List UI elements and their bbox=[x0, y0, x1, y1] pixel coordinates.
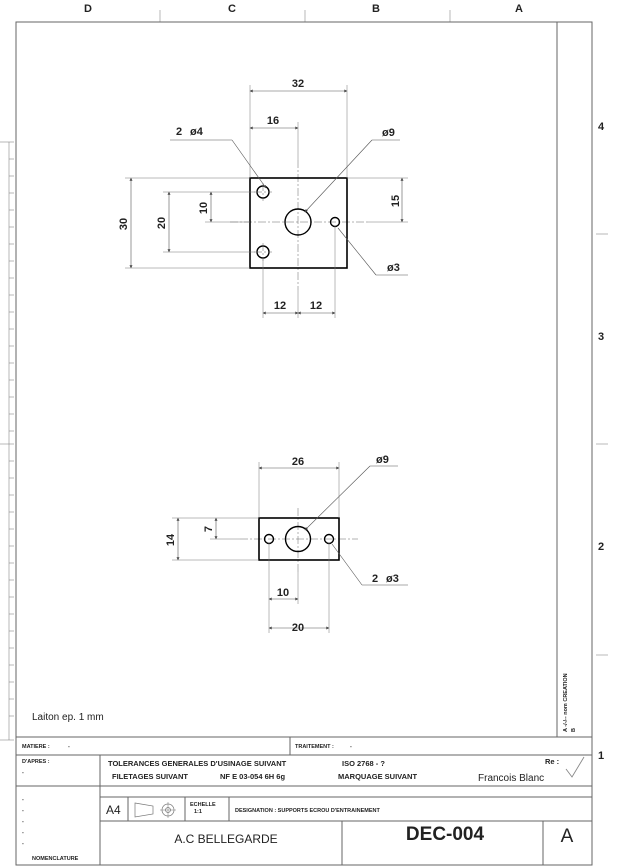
zone-row-4: 4 bbox=[598, 121, 605, 133]
label-side-hole-dia: ø3 bbox=[387, 262, 400, 274]
zone-col-d: D bbox=[84, 3, 92, 15]
dim-12b: 12 bbox=[310, 300, 322, 312]
dim-14: 14 bbox=[165, 533, 177, 546]
nomenclature-item: - bbox=[22, 841, 24, 847]
traitement-value: - bbox=[350, 744, 352, 750]
tolerances-text: TOLERANCES GENERALES D'USINAGE SUIVANT bbox=[108, 759, 287, 768]
revision-letter: A bbox=[561, 826, 574, 847]
part-outline-top bbox=[249, 177, 348, 269]
label-holes-dia: ø4 bbox=[190, 126, 204, 138]
nomenclature-item: - bbox=[22, 808, 24, 814]
iso-text: ISO 2768 - ? bbox=[342, 759, 385, 768]
dim-16: 16 bbox=[267, 115, 279, 127]
dim-20: 20 bbox=[156, 217, 168, 229]
nomenclature-item: - bbox=[22, 830, 24, 836]
drawing-number: DEC-004 bbox=[406, 824, 485, 845]
dim-10: 10 bbox=[198, 202, 210, 214]
label-center-dia: ø9 bbox=[382, 127, 395, 139]
zone-col-c: C bbox=[228, 3, 236, 15]
nfe-text: NF E 03-054 6H 6g bbox=[220, 772, 285, 781]
zone-col-a: A bbox=[515, 3, 523, 15]
label-holes-count: 2 bbox=[176, 126, 182, 138]
zone-col-b: B bbox=[372, 3, 380, 15]
view-bottom: 26 ø9 14 7 2 ø3 10 20 bbox=[165, 454, 408, 634]
zone-border: D C B A 4 3 2 1 bbox=[0, 3, 608, 762]
left-ruler-ticks bbox=[9, 158, 14, 717]
dim-15: 15 bbox=[390, 195, 402, 207]
label-holes-count-bottom: 2 bbox=[372, 573, 378, 585]
side-revision-b: B bbox=[571, 728, 577, 732]
re-label: Re : bbox=[545, 757, 559, 766]
dim-10-bottom: 10 bbox=[277, 587, 289, 599]
zone-row-3: 3 bbox=[598, 331, 604, 343]
marquage-text: MARQUAGE SUIVANT bbox=[338, 772, 417, 781]
nomenclature-item: - bbox=[22, 819, 24, 825]
dapres-value: - bbox=[22, 770, 24, 776]
zone-row-2: 2 bbox=[598, 541, 604, 553]
drawing-frame bbox=[15, 21, 593, 866]
center-hole-bottom bbox=[284, 525, 312, 553]
filetages-text: FILETAGES SUIVANT bbox=[112, 772, 188, 781]
dim-12a: 12 bbox=[274, 300, 286, 312]
title-block: MATIERE : - TRAITEMENT : - D'APRES : - T… bbox=[16, 737, 593, 865]
designation-text: DESIGNATION : SUPPORTS ECROU D'ENTRAINEM… bbox=[235, 808, 380, 814]
nomenclature-label: NOMENCLATURE bbox=[32, 856, 79, 862]
echelle-value: 1:1 bbox=[194, 809, 202, 815]
material-note: Laiton ep. 1 mm bbox=[32, 712, 104, 723]
format-value: A4 bbox=[106, 803, 121, 817]
nomenclature-item: - bbox=[22, 797, 24, 803]
part-outline-bottom bbox=[258, 517, 340, 561]
projection-symbol-icon bbox=[134, 802, 176, 818]
dapres-label: D'APRES : bbox=[22, 759, 50, 765]
matiere-value: - bbox=[68, 744, 70, 750]
view-top: 32 16 2 ø4 ø9 30 20 10 15 bbox=[118, 78, 408, 318]
label-holes-dia-bottom: ø3 bbox=[386, 573, 399, 585]
dim-20-bottom: 20 bbox=[292, 622, 304, 634]
center-hole bbox=[284, 208, 312, 236]
dim-7: 7 bbox=[203, 526, 215, 532]
company-name: A.C BELLEGARDE bbox=[174, 832, 277, 846]
label-center-dia-bottom: ø9 bbox=[376, 454, 389, 466]
echelle-label: ECHELLE bbox=[190, 802, 216, 808]
dim-32: 32 bbox=[292, 78, 304, 90]
dim-26: 26 bbox=[292, 456, 304, 468]
check-icon bbox=[565, 756, 585, 778]
author-name: Francois Blanc bbox=[478, 773, 544, 784]
matiere-label: MATIERE : bbox=[22, 744, 50, 750]
traitement-label: TRAITEMENT : bbox=[295, 744, 334, 750]
side-revision-a: A -/-/-- nom CREATION bbox=[563, 673, 569, 732]
dim-30: 30 bbox=[118, 218, 130, 230]
zone-row-1: 1 bbox=[598, 750, 604, 762]
